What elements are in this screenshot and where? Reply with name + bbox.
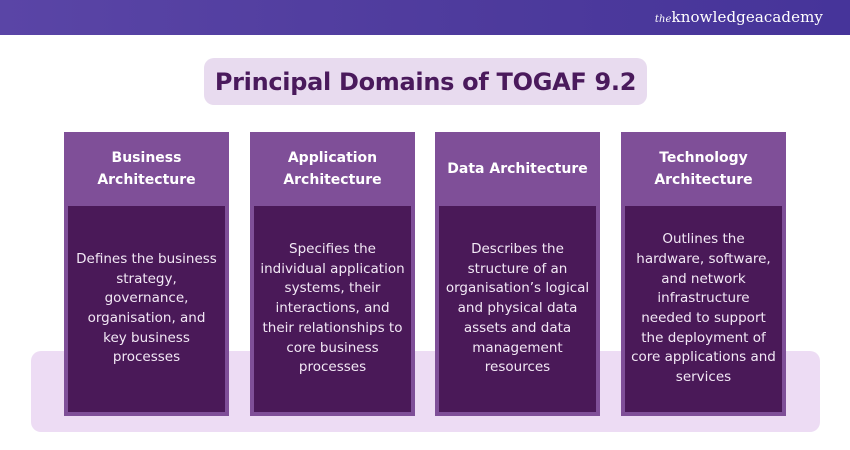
brand-logo: theknowledgeacademy <box>655 8 823 26</box>
header-bar: theknowledgeacademy <box>0 0 850 35</box>
domain-title: Data Architecture <box>447 161 588 177</box>
domain-card-business: Business Architecture Defines the busine… <box>64 132 229 416</box>
domain-description: Describes the structure of an organisati… <box>439 206 596 412</box>
domain-title: Business Architecture <box>97 150 196 188</box>
domain-card-data: Data Architecture Describes the structur… <box>435 132 600 416</box>
domain-description: Specifies the individual application sys… <box>254 206 411 412</box>
brand-name: knowledgeacademy <box>671 8 823 26</box>
page-title: Principal Domains of TOGAF 9.2 <box>214 67 637 96</box>
domain-title: Technology Architecture <box>654 150 753 188</box>
brand-prefix: the <box>654 14 672 25</box>
title-banner: Principal Domains of TOGAF 9.2 <box>204 58 647 105</box>
domain-description: Outlines the hardware, software, and net… <box>625 206 782 412</box>
domain-title: Application Architecture <box>283 150 382 188</box>
domain-card-technology: Technology Architecture Outlines the har… <box>621 132 786 416</box>
domain-description: Defines the business strategy, governanc… <box>68 206 225 412</box>
domain-card-application: Application Architecture Specifies the i… <box>250 132 415 416</box>
